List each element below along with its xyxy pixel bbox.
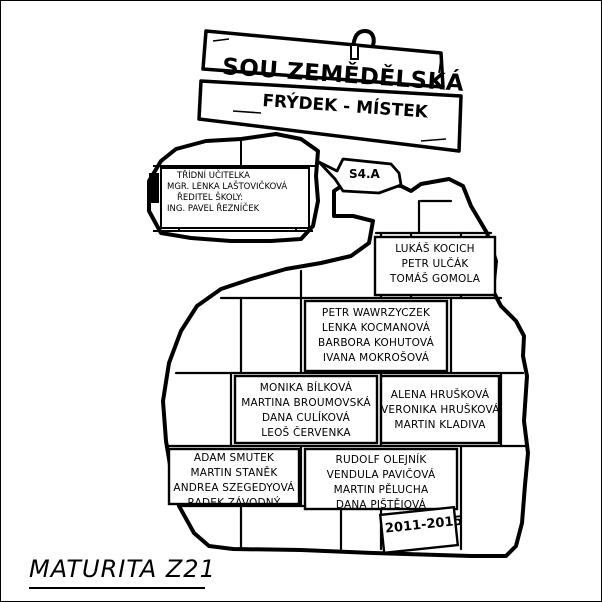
student-name: RADEK ZÁVODNÝ <box>187 497 281 509</box>
student-name: BARBORA KOHUTOVÁ <box>318 337 434 349</box>
student-name: DANA PIŠTĚJOVÁ <box>335 499 427 511</box>
student-name: ALENA HRUŠKOVÁ <box>390 389 490 401</box>
teacher-title: TŘÍDNÍ UČITELKA <box>177 171 250 181</box>
plaques <box>167 235 501 555</box>
student-name: ANDREA SZEGEDYOVÁ <box>173 482 295 494</box>
group-3: MONIKA BÍLKOVÁ MARTINA BROUMOVSKÁ DANA C… <box>235 381 377 441</box>
teacher-name: MGR. LENKA LAŠTOVIČKOVÁ <box>167 182 288 192</box>
director-title: ŘEDITEL ŠKOLY: <box>177 193 244 203</box>
student-name: IVANA MOKROŠOVÁ <box>322 352 430 364</box>
student-name: PETR WAWRZYCZEK <box>321 307 431 319</box>
student-name: DANA CULÍKOVÁ <box>261 412 351 424</box>
student-name: VENDULA PAVIČOVÁ <box>326 469 436 481</box>
student-name: MARTIN STANĚK <box>190 467 278 479</box>
group-1: LUKÁŠ KOCICH PETR ULČÁK TOMÁŠ GOMOLA <box>375 242 495 287</box>
staff-plaque <box>160 167 310 229</box>
student-name: MARTIN KLADIVA <box>394 419 486 431</box>
student-name: MONIKA BÍLKOVÁ <box>259 382 353 394</box>
student-name: VERONIKA HRUŠKOVÁ <box>381 404 500 416</box>
class-tag: S4.A <box>349 167 380 181</box>
student-name: ADAM SMUTEK <box>193 452 275 464</box>
student-name: MARTINA BROUMOVSKÁ <box>241 397 371 409</box>
group-2: PETR WAWRZYCZEK LENKA KOCMANOVÁ BARBORA … <box>305 306 447 366</box>
group-5: ADAM SMUTEK MARTIN STANĚK ANDREA SZEGEDY… <box>169 451 299 511</box>
student-name: MARTIN PĚLUCHA <box>333 484 429 496</box>
group-4: ALENA HRUŠKOVÁ VERONIKA HRUŠKOVÁ MARTIN … <box>381 388 499 433</box>
class-tag-shape <box>317 157 403 195</box>
caption-underline <box>29 587 205 589</box>
student-name: PETR ULČÁK <box>401 258 469 270</box>
caption: MATURITA Z21 <box>29 555 216 583</box>
staff-block: TŘÍDNÍ UČITELKA MGR. LENKA LAŠTOVIČKOVÁ … <box>163 171 313 215</box>
group-6: RUDOLF OLEJNÍK VENDULA PAVIČOVÁ MARTIN P… <box>305 453 457 513</box>
student-name: LENKA KOCMANOVÁ <box>321 322 431 334</box>
student-name: LUKÁŠ KOCICH <box>395 243 475 255</box>
staff-shadow <box>149 173 159 203</box>
wooden-sign <box>197 28 463 153</box>
student-name: LEOŠ ČERVENKA <box>261 427 351 439</box>
director-name: ING. PAVEL ŘEZNÍČEK <box>167 204 260 214</box>
student-name: RUDOLF OLEJNÍK <box>335 454 427 466</box>
student-name: TOMÁŠ GOMOLA <box>389 273 481 285</box>
